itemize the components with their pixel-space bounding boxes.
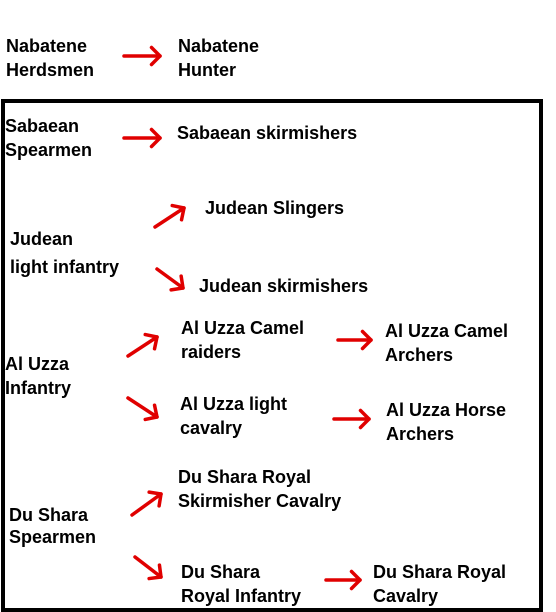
arrow-sabaean-to-skirmishers: [122, 127, 162, 149]
arrow-judean-to-slingers: [153, 203, 186, 229]
unit-du-shara-spearmen: Du Shara Spearmen: [9, 505, 97, 547]
arrow-al-uzza-to-light-cavalry: [126, 396, 159, 422]
unit-judean-light-infantry: Judean light infantry: [10, 229, 119, 277]
arrow-camel-raiders-to-camel-archers: [336, 329, 373, 351]
arrow-royal-infantry-to-royal-cavalry: [324, 569, 362, 591]
unit-nabatene-hunter: Nabatene Hunter: [178, 36, 260, 80]
unit-al-uzza-camel-raiders: Al Uzza Camel raiders: [181, 318, 305, 362]
arrow-al-uzza-to-camel-raiders: [126, 332, 159, 358]
arrow-judean-to-skirmishers: [155, 267, 185, 292]
unit-al-uzza-light-cavalry: Al Uzza light cavalry: [180, 394, 287, 438]
arrow-light-cavalry-to-horse-archers: [332, 408, 371, 430]
unit-judean-skirmishers: Judean skirmishers: [199, 276, 369, 296]
unit-al-uzza-horse-archers: Al Uzza Horse Archers: [386, 400, 507, 444]
unit-du-shara-royal-cavalry: Du Shara Royal Cavalry: [373, 562, 507, 606]
unit-sabaean-spearmen: Sabaean Spearmen: [5, 116, 93, 160]
unit-al-uzza-camel-archers: Al Uzza Camel Archers: [385, 321, 509, 365]
unit-tree-frame: [1, 99, 543, 612]
unit-du-shara-royal-infantry: Du Shara Royal Infantry: [181, 562, 302, 606]
arrow-du-shara-to-skirmisher-cavalry: [130, 490, 163, 517]
unit-al-uzza-infantry: Al Uzza Infantry: [5, 354, 72, 398]
unit-judean-slingers: Judean Slingers: [205, 198, 345, 218]
arrow-du-shara-to-royal-infantry: [133, 555, 163, 581]
unit-nabatene-herdsmen: Nabatene Herdsmen: [6, 36, 95, 80]
unit-du-shara-royal-skirmisher-cavalry: Du Shara Royal Skirmisher Cavalry: [178, 467, 342, 511]
unit-sabaean-skirmishers: Sabaean skirmishers: [177, 123, 358, 143]
arrow-herdsmen-to-hunter: [122, 45, 162, 67]
